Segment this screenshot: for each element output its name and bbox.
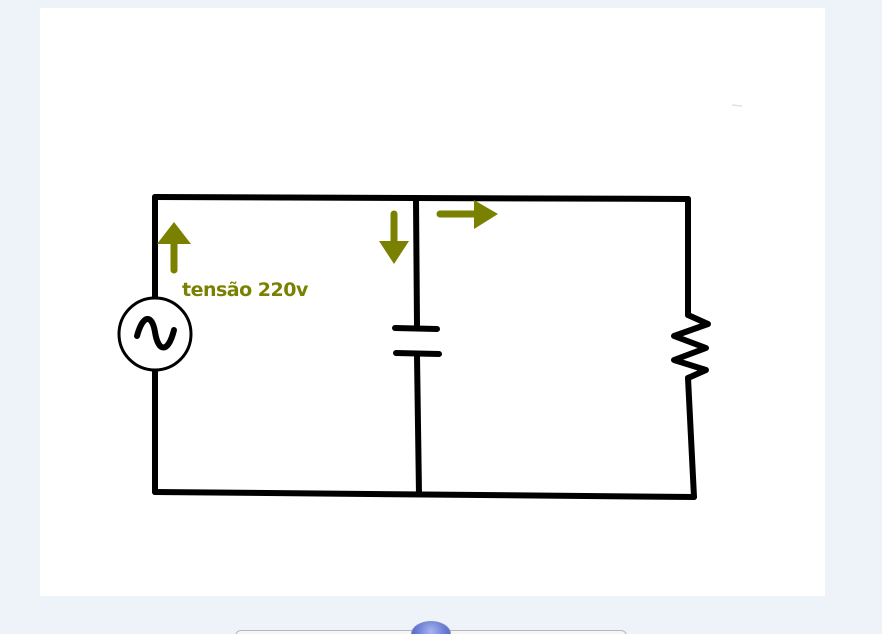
right-wire-lower (685, 375, 697, 500)
toolbar-knob-button[interactable] (411, 621, 451, 634)
circuit-wires (152, 194, 697, 500)
arrow-right-icon (436, 200, 498, 229)
speck-mark (731, 104, 743, 107)
capacitor (392, 325, 442, 357)
capacitor-plate-bottom (393, 350, 442, 357)
arrow-down-icon (379, 210, 409, 264)
bottom-wire (152, 489, 697, 500)
arrow-up-icon (157, 222, 191, 274)
diagram-canvas: tensão 220v (40, 8, 825, 596)
voltage-label: tensão 220v (182, 279, 309, 301)
current-arrows (157, 200, 498, 274)
capacitor-plate-top (392, 325, 440, 332)
ac-source (117, 296, 193, 372)
resistor (671, 312, 711, 381)
circuit-diagram: tensão 220v (117, 104, 743, 500)
ac-source-wave (134, 316, 177, 351)
middle-wire-upper (413, 196, 420, 328)
top-wire (152, 194, 691, 202)
middle-wire-lower (414, 353, 422, 497)
